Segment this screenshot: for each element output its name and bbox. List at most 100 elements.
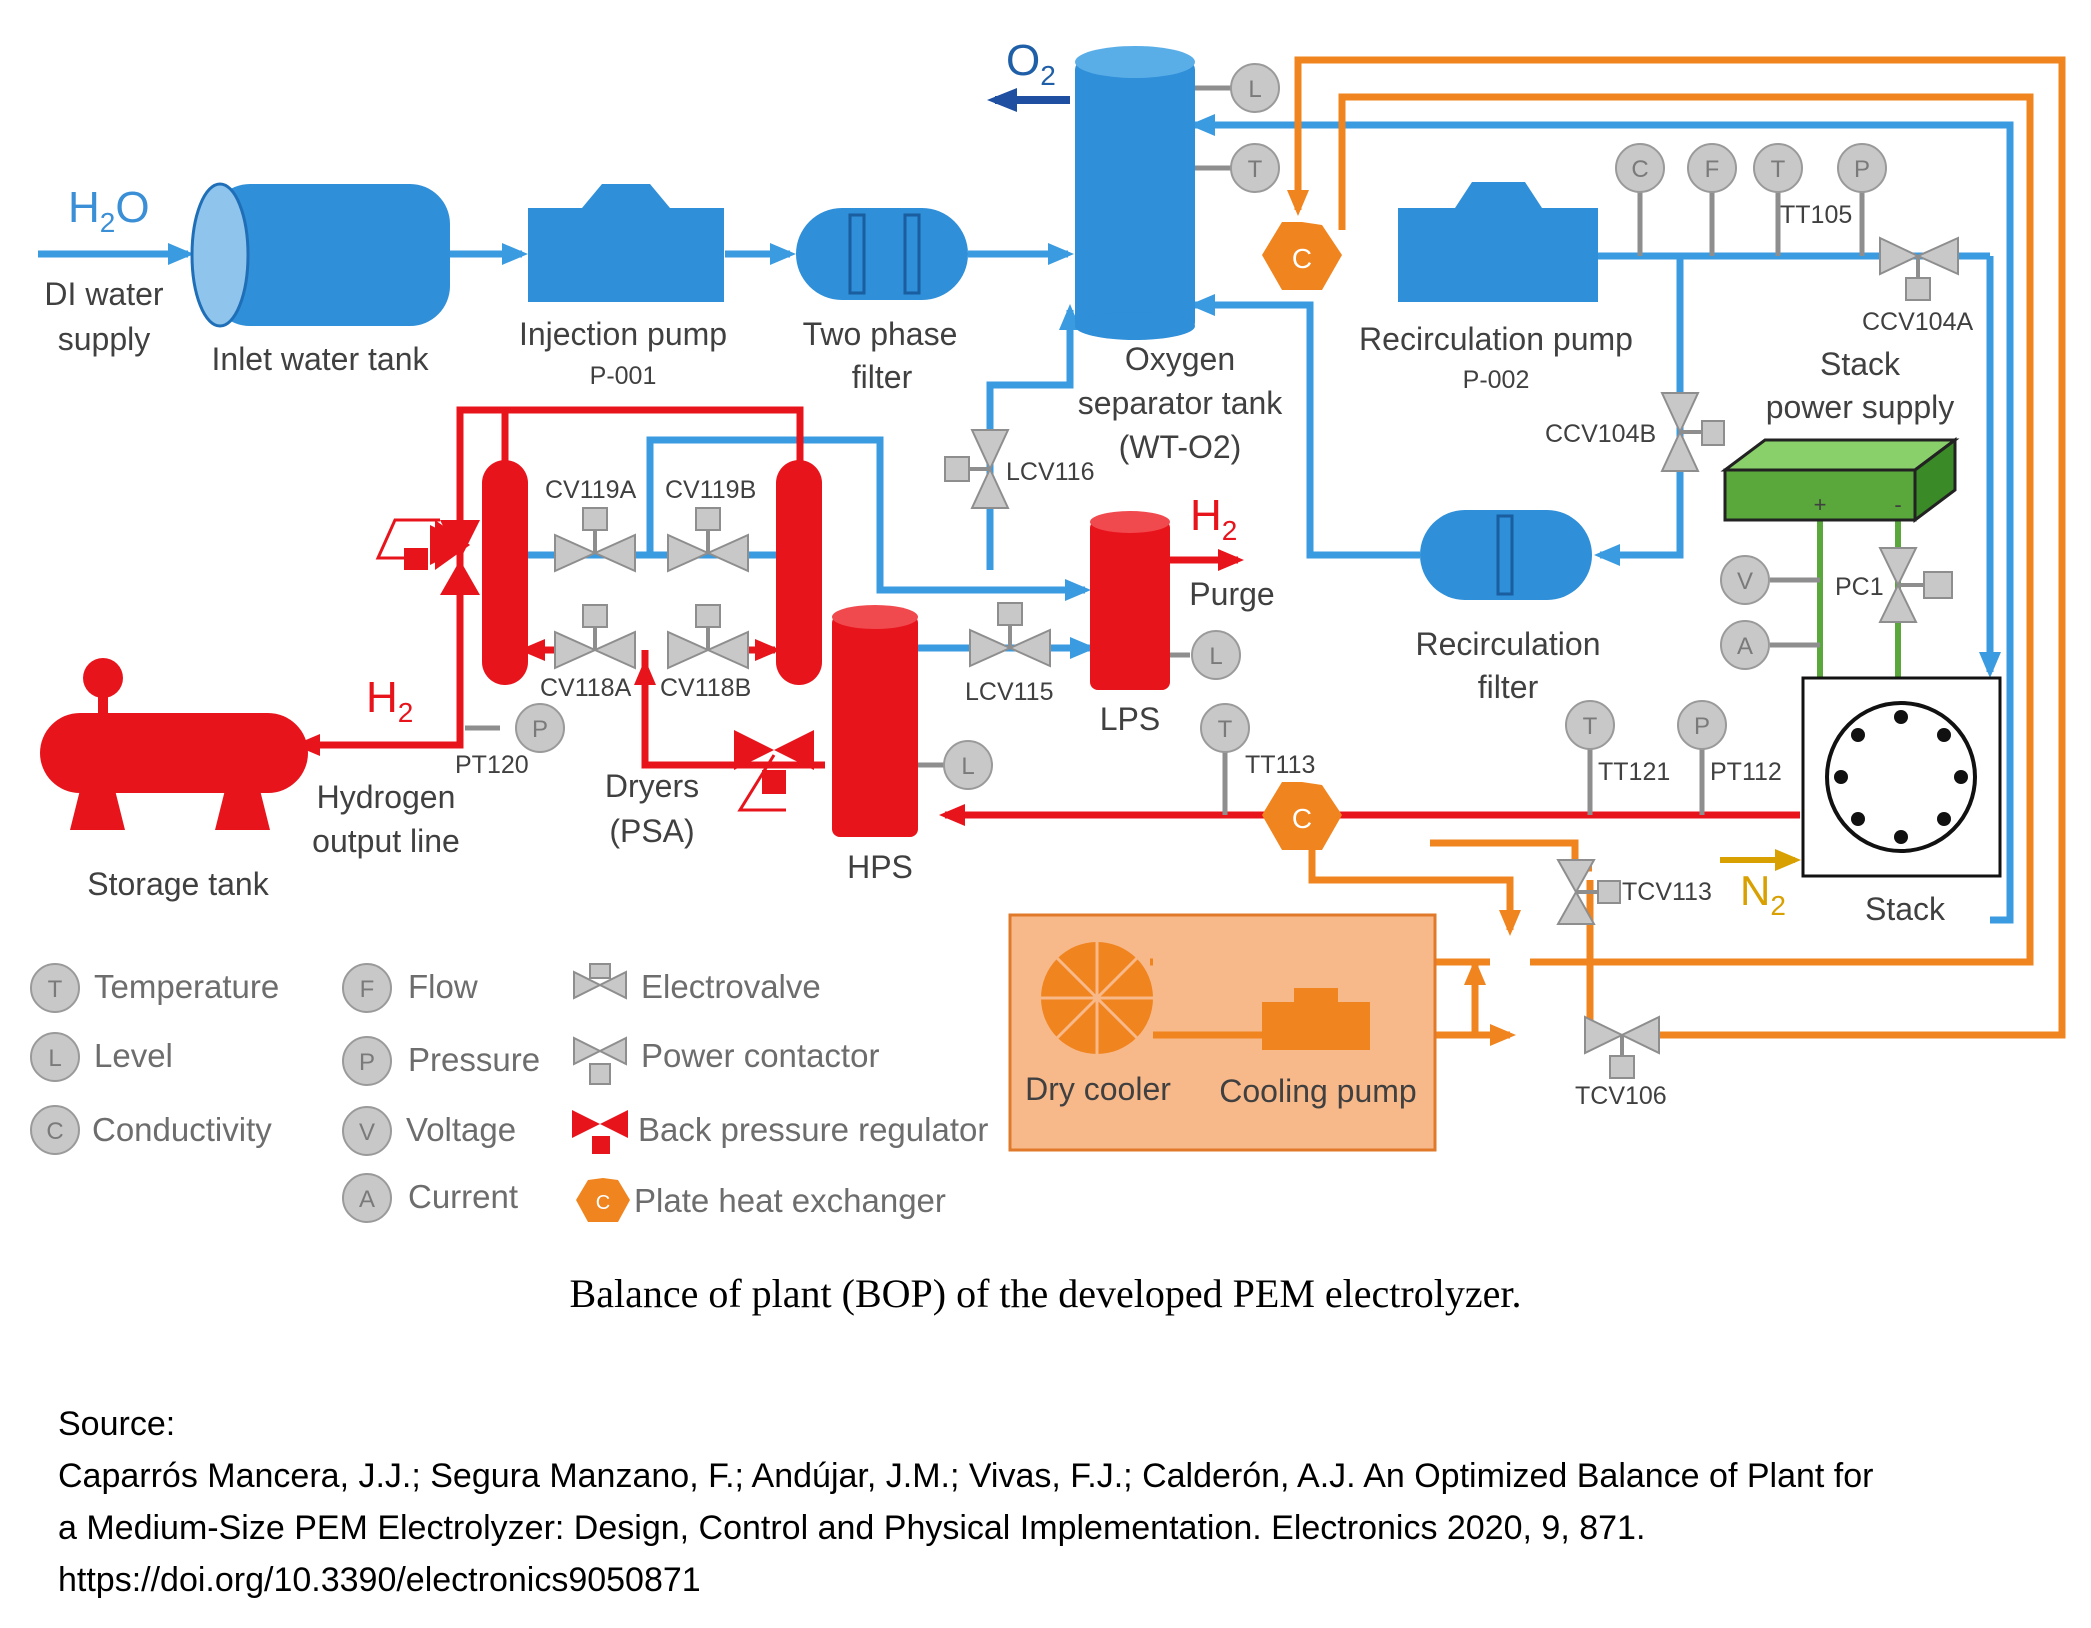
legend-voltage-icon: V — [359, 1119, 375, 1146]
tag-pt120: PT120 — [455, 751, 529, 779]
legend: T L C F P V A Temperature Level Conducti… — [30, 963, 988, 1223]
hydrogen-line-label: Hydrogen — [317, 779, 456, 815]
oxygen-separator-tank — [1075, 46, 1195, 340]
instrument-tags: TT105 CCV104A CCV104B LCV116 CV119A CV11… — [455, 201, 1973, 1110]
minus-terminal: - — [1894, 492, 1901, 517]
oxygen-sep-label-3: (WT-O2) — [1119, 429, 1242, 465]
temperature-sensor-tt105: T — [1771, 156, 1786, 183]
tag-tt105: TT105 — [1780, 201, 1852, 229]
legend-heat-exchanger-letter: C — [596, 1192, 610, 1214]
back-pressure-regulator-2 — [734, 730, 814, 812]
injection-pump — [528, 184, 724, 302]
oxygen-sep-label-2: separator tank — [1078, 385, 1284, 421]
legend-flow: Flow — [408, 968, 478, 1005]
inlet-water-tank — [190, 182, 450, 328]
two-phase-label: Two phase — [803, 316, 958, 352]
legend-level-icon: L — [48, 1045, 61, 1072]
di-water-label-2: supply — [58, 321, 151, 357]
tt113-sensor: T — [1218, 716, 1233, 743]
pt112-sensor: P — [1694, 713, 1710, 740]
back-pressure-regulator-1 — [375, 518, 480, 595]
source-line-3: https://doi.org/10.3390/electronics90508… — [58, 1561, 701, 1599]
recirc-pump-id: P-002 — [1463, 366, 1530, 394]
tag-cv118b: CV118B — [660, 674, 751, 702]
equipment-labels: DI water supply Inlet water tank Injecti… — [44, 276, 1954, 1109]
level-sensor: L — [1248, 76, 1261, 103]
flow-sensor: F — [1705, 156, 1720, 183]
tag-cv118a: CV118A — [540, 674, 632, 702]
source-heading: Source: — [58, 1405, 176, 1443]
hydrogen-line-label-2: output line — [312, 823, 460, 859]
tag-tcv113: TCV113 — [1622, 878, 1712, 906]
tt121-sensor: T — [1583, 713, 1598, 740]
valves — [554, 236, 1959, 1079]
lps-label: LPS — [1100, 701, 1160, 737]
inlet-tank-label: Inlet water tank — [212, 341, 430, 377]
temperature-sensor: T — [1248, 156, 1263, 183]
stack — [1801, 676, 2002, 878]
hps-level-sensor: L — [961, 753, 974, 780]
sensors — [515, 63, 1887, 790]
legend-heat-exchanger-icon: C — [576, 1178, 630, 1222]
dryers-label: Dryers — [605, 768, 699, 804]
oxygen-label: O2 — [1006, 36, 1056, 91]
dryers-label-2: (PSA) — [609, 813, 694, 849]
legend-temperature: Temperature — [94, 968, 279, 1005]
plus-terminal: + — [1814, 492, 1827, 517]
oxygen-sep-label: Oxygen — [1125, 341, 1235, 377]
heat-exchanger-letter: C — [1292, 243, 1312, 274]
tag-lcv115: LCV115 — [965, 678, 1054, 706]
legend-flow-icon: F — [360, 976, 375, 1003]
dryer-column-right — [776, 460, 822, 685]
plate-heat-exchanger-bottom: C — [1262, 782, 1342, 850]
legend-electrovalve-icon — [573, 963, 627, 1000]
tag-pc1: PC1 — [1835, 573, 1884, 601]
tag-lcv116: LCV116 — [1006, 458, 1095, 486]
hydrogen-output-label: H2 — [366, 673, 413, 728]
stack-power-supply: + - — [1720, 437, 1960, 523]
recirc-pump-label: Recirculation pump — [1359, 321, 1633, 357]
voltage-sensor: V — [1737, 568, 1753, 595]
cooling-pump — [1262, 988, 1370, 1050]
legend-level: Level — [94, 1037, 173, 1074]
pt120-sensor: P — [532, 716, 548, 743]
cooling-pump-label: Cooling pump — [1219, 1073, 1416, 1109]
water-label: H2O — [68, 183, 150, 238]
recirculation-pump — [1398, 182, 1598, 302]
cooling-box — [1008, 913, 1437, 1152]
sensor-letters: L T C F T P L L P T T P V A — [532, 76, 1870, 780]
hydrogen-purge-label: H2 — [1190, 491, 1237, 546]
legend-temperature-icon: T — [48, 976, 63, 1003]
tag-cv119b: CV119B — [665, 476, 756, 504]
conductivity-sensor: C — [1631, 156, 1648, 183]
legend-voltage: Voltage — [406, 1111, 516, 1148]
legend-back-pressure-regulator: Back pressure regulator — [638, 1111, 988, 1148]
storage-tank-label: Storage tank — [87, 866, 269, 902]
bop-diagram: + - — [30, 36, 2066, 1223]
dry-cooler-label: Dry cooler — [1025, 1071, 1171, 1107]
stack-power-label: Stack — [1820, 346, 1901, 382]
recirc-filter-label: Recirculation — [1416, 626, 1601, 662]
tag-tcv106: TCV106 — [1575, 1082, 1667, 1110]
stack-power-label-2: power supply — [1766, 389, 1955, 425]
recirculation-filter — [1420, 510, 1592, 600]
tag-ccv104b: CCV104B — [1545, 420, 1656, 448]
two-phase-filter — [796, 208, 968, 300]
legend-pressure-icon: P — [359, 1049, 375, 1076]
source-block: Source: Caparrós Mancera, J.J.; Segura M… — [58, 1398, 2068, 1606]
legend-bpr-icon — [572, 1110, 628, 1154]
injection-pump-label: Injection pump — [519, 316, 727, 352]
di-water-label: DI water — [44, 276, 163, 312]
legend-current: Current — [408, 1178, 518, 1215]
tag-tt113: TT113 — [1245, 751, 1315, 779]
legend-power-contactor: Power contactor — [641, 1037, 879, 1074]
plate-heat-exchanger-top: C — [1262, 222, 1342, 290]
two-phase-label-2: filter — [852, 359, 913, 395]
lps-level-sensor: L — [1209, 643, 1222, 670]
injection-pump-id: P-001 — [590, 362, 657, 390]
legend-conductivity: Conductivity — [92, 1111, 272, 1148]
recirc-filter-label-2: filter — [1478, 669, 1539, 705]
legend-power-contactor-icon — [573, 1036, 627, 1085]
source-line-1: Caparrós Mancera, J.J.; Segura Manzano, … — [58, 1457, 1874, 1495]
dry-cooler-fan — [1041, 942, 1153, 1054]
